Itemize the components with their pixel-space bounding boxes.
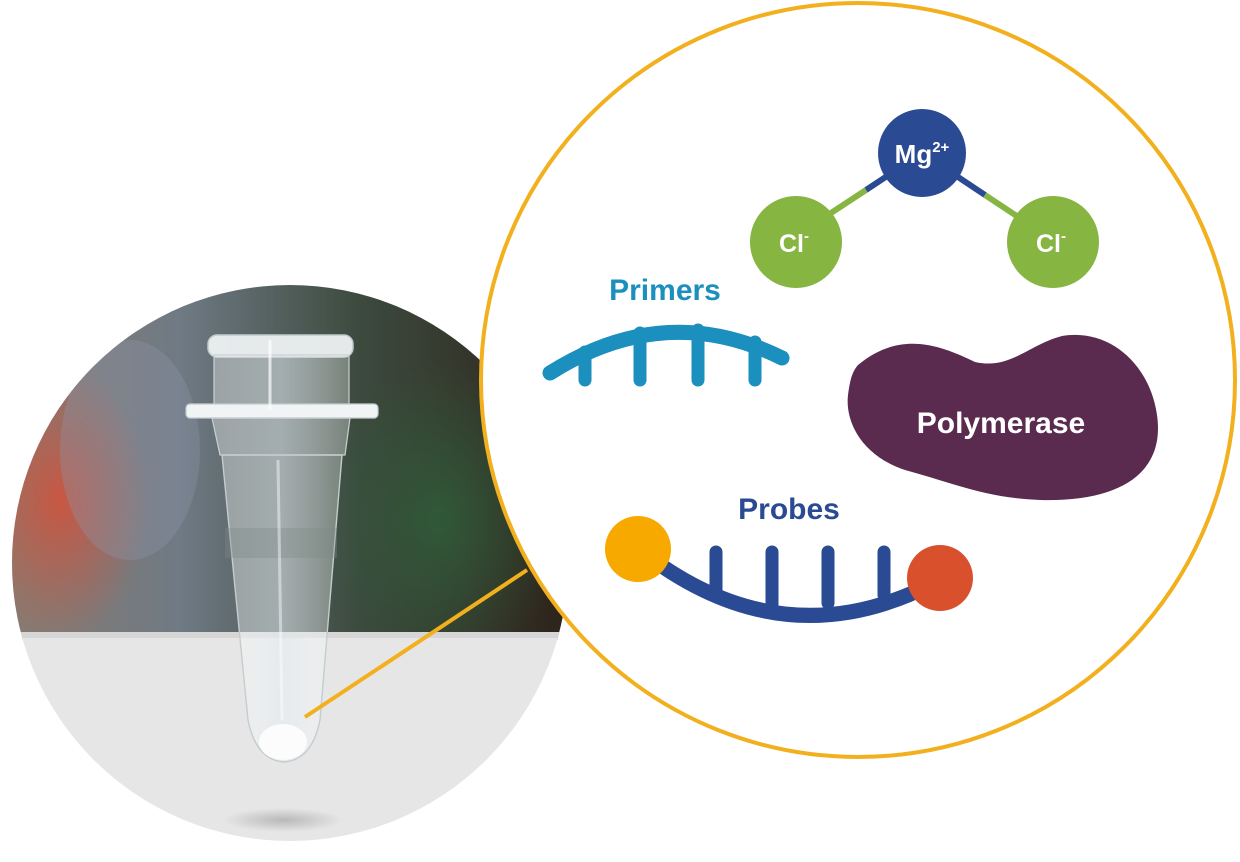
chloride-node-right <box>1007 196 1099 288</box>
probe-fluorophore-dot <box>605 516 671 582</box>
probes-label: Probes <box>738 493 840 526</box>
probe-quencher-dot <box>907 545 973 611</box>
magnesium-base: Mg <box>895 139 933 169</box>
pcr-tube <box>185 334 379 763</box>
magnesium-label: Mg2+ <box>895 139 950 169</box>
polymerase-blob <box>847 334 1159 501</box>
polymerase-label: Polymerase <box>917 407 1085 440</box>
polymerase-group: Polymerase <box>847 334 1159 501</box>
primers-group: Primers <box>542 274 790 387</box>
probes-group: Probes <box>605 493 973 623</box>
magnesium-node <box>878 109 966 197</box>
chloride-node-left <box>750 196 842 288</box>
zoom-connector <box>303 568 529 719</box>
chloride-label-left: Cl- <box>779 228 809 258</box>
chloride-label-right: Cl- <box>1036 228 1066 258</box>
primers-label: Primers <box>609 274 721 307</box>
mgcl2-molecule: Mg2+ Cl- Cl- <box>750 109 1099 288</box>
magnesium-charge: 2+ <box>932 139 949 156</box>
probe-strand-icon <box>632 542 938 623</box>
